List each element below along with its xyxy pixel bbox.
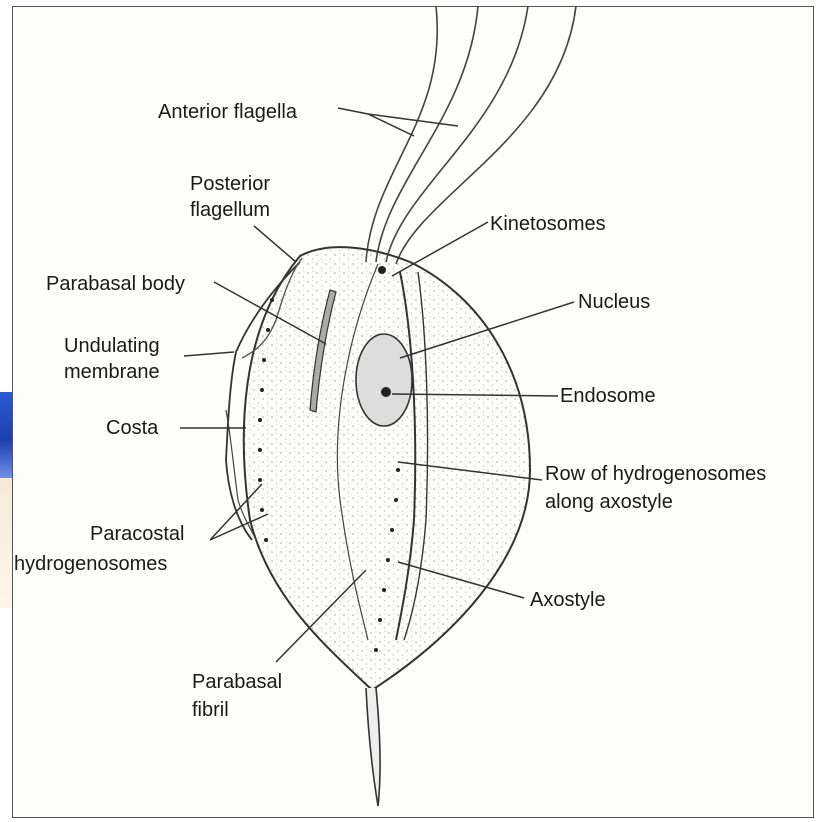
label-posterior-flagellum-line1: Posterior xyxy=(190,173,270,195)
label-nucleus: Nucleus xyxy=(578,291,650,313)
kinetosomes-structure xyxy=(378,266,386,274)
label-paracostal-hydrogenosomes-line1: Paracostal xyxy=(90,523,185,545)
label-row-hydrogenosomes-line1: Row of hydrogenosomes xyxy=(545,463,766,485)
label-axostyle: Axostyle xyxy=(530,589,606,611)
endosome-structure xyxy=(381,387,391,397)
label-costa: Costa xyxy=(106,417,159,439)
label-undulating-membrane-line2: membrane xyxy=(64,361,160,383)
label-kinetosomes: Kinetosomes xyxy=(490,213,606,235)
posterior-tail xyxy=(366,688,380,806)
label-posterior-flagellum-line2: flagellum xyxy=(190,199,270,221)
label-parabasal-fibril-line1: Parabasal xyxy=(192,671,282,693)
label-undulating-membrane-line1: Undulating xyxy=(64,335,160,357)
cell-body xyxy=(244,247,530,690)
label-parabasal-fibril-line2: fibril xyxy=(192,699,229,721)
label-paracostal-hydrogenosomes-line2: hydrogenosomes xyxy=(14,553,167,575)
label-anterior-flagella: Anterior flagella xyxy=(158,101,298,123)
label-endosome: Endosome xyxy=(560,385,656,407)
nucleus-structure xyxy=(356,334,412,426)
label-parabasal-body: Parabasal body xyxy=(46,273,185,295)
label-row-hydrogenosomes-line2: along axostyle xyxy=(545,491,673,513)
